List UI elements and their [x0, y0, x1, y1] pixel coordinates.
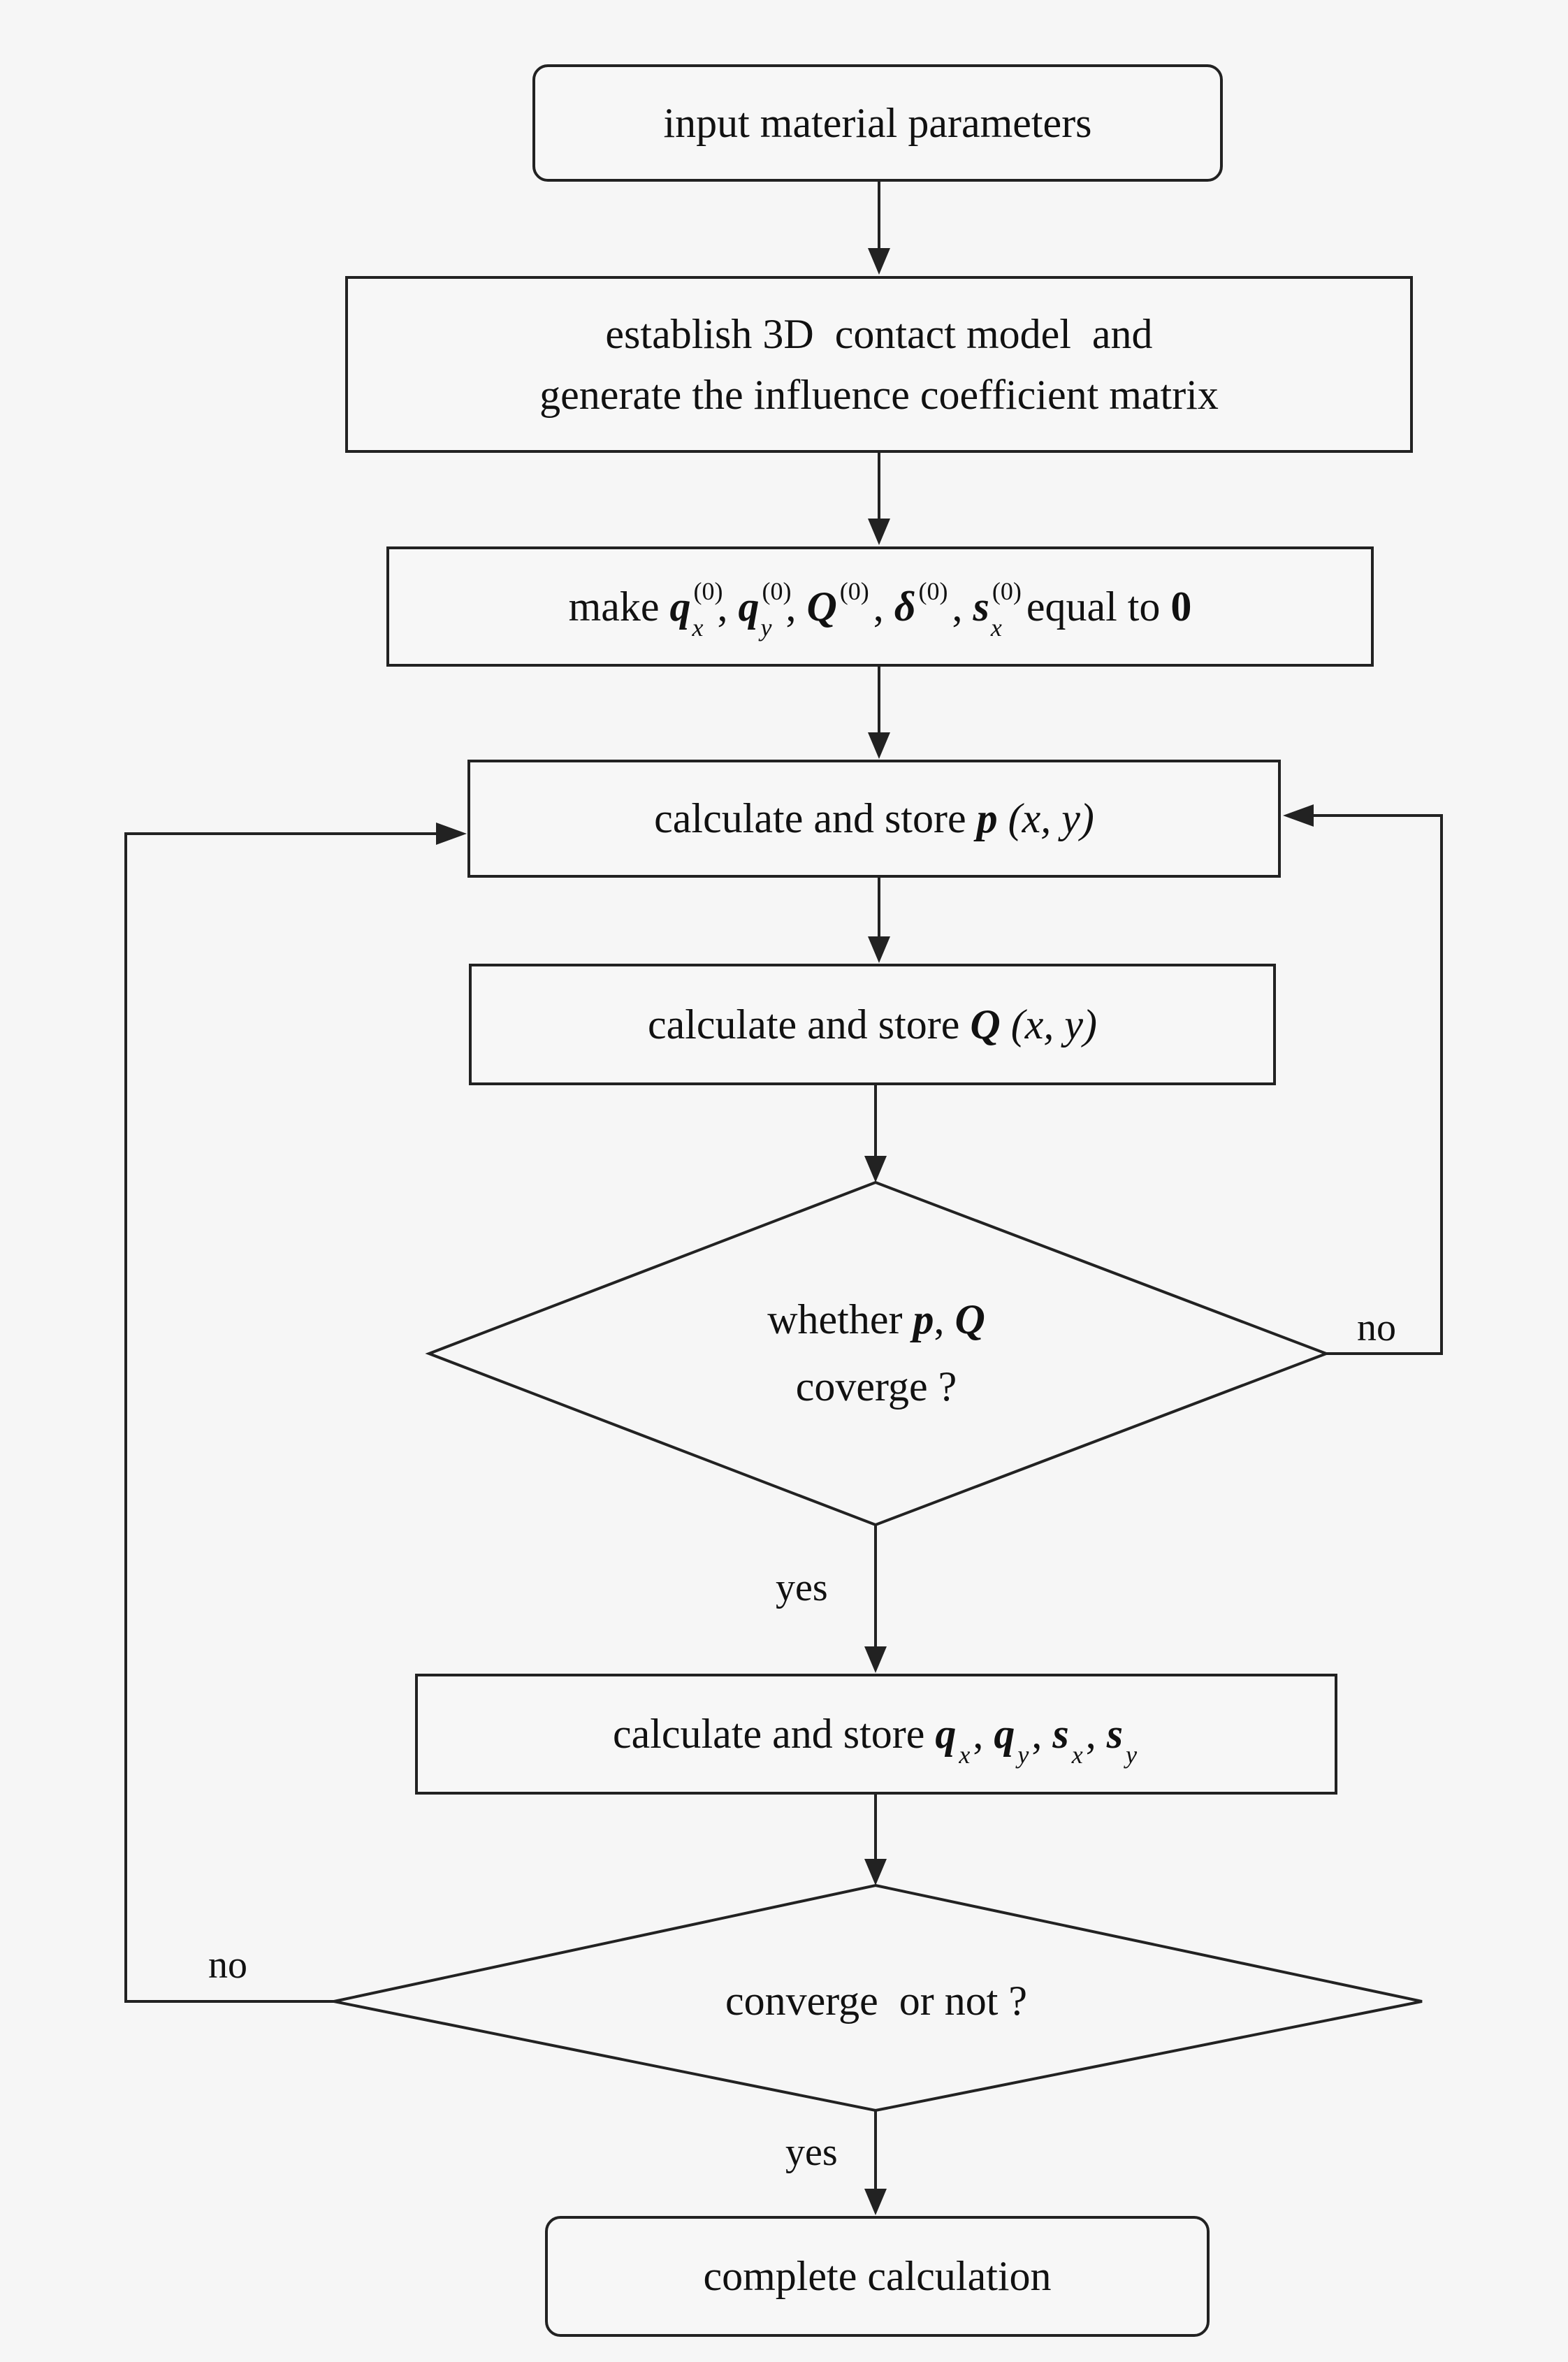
decision-2-no-label: no	[208, 1943, 247, 1987]
arrowhead	[868, 732, 890, 759]
arrowhead	[436, 823, 467, 845]
calc-Q-args: (x, y)	[1010, 1001, 1097, 1048]
var-q: q	[738, 583, 760, 630]
arrowhead	[864, 1646, 887, 1673]
decision-2-shape	[333, 1883, 1423, 2113]
make-suffix: equal to	[1026, 583, 1161, 630]
arrowhead	[864, 1156, 887, 1182]
establish-model-node: establish 3D contact model and generate …	[345, 276, 1413, 453]
sub-y: y	[1126, 1741, 1138, 1769]
loop-decision2-no	[124, 832, 454, 2003]
establish-line-1: establish 3D contact model and	[605, 310, 1153, 357]
comma: ,	[1085, 1711, 1096, 1757]
comma: ,	[873, 583, 884, 630]
decision-2-label: converge or not ?	[725, 1978, 1028, 2024]
var-s: s	[1106, 1711, 1124, 1757]
decision-2-text: converge or not ?	[632, 1967, 1121, 2034]
var-delta: δ	[894, 583, 916, 630]
decision-2-yes-label: yes	[785, 2131, 838, 2174]
decision-1-shape	[425, 1180, 1330, 1527]
comma: ,	[973, 1711, 984, 1757]
decision-1-yes-label: yes	[776, 1566, 828, 1609]
decision-1-line-2: coverge ?	[795, 1363, 957, 1410]
var-q: q	[669, 583, 691, 630]
arrowhead	[868, 936, 890, 963]
sup-0: (0)	[693, 577, 723, 605]
input-material-node: input material parameters	[532, 64, 1223, 182]
calc-p-args: (x, y)	[1008, 795, 1094, 841]
loop-decision1-no	[1293, 814, 1443, 1355]
establish-line-2: generate the influence coefficient matri…	[539, 371, 1219, 418]
var-Q: Q	[806, 583, 837, 630]
var-p: p	[913, 1296, 934, 1342]
decision-1-no-label: no	[1357, 1306, 1396, 1349]
var-Q: Q	[954, 1296, 985, 1342]
var-Q: Q	[970, 1001, 1001, 1048]
var-q: q	[935, 1711, 957, 1757]
calc-Q-prefix: calculate and store	[647, 1001, 960, 1048]
calc-qs-prefix: calculate and store	[612, 1711, 925, 1757]
var-s: s	[1052, 1711, 1069, 1757]
complete-label: complete calculation	[703, 2253, 1052, 2299]
decision-1-text: whether p, Q coverge ?	[639, 1286, 1114, 1420]
comma: ,	[717, 583, 728, 630]
make-prefix: make	[568, 583, 660, 630]
zero-value: 0	[1170, 583, 1192, 630]
sub-y: y	[1017, 1741, 1029, 1769]
comma: ,	[952, 583, 963, 630]
arrowhead	[868, 248, 890, 275]
initialize-node: make q(0)x, q(0)y, Q(0), δ(0), s(0)x equ…	[386, 546, 1374, 667]
complete-node: complete calculation	[545, 2216, 1210, 2337]
sub-y: y	[760, 613, 772, 642]
sup-0: (0)	[762, 577, 792, 605]
sup-0: (0)	[839, 577, 869, 605]
arrowhead	[1283, 804, 1314, 827]
comma: ,	[934, 1296, 945, 1342]
comma: ,	[785, 583, 797, 630]
calc-p-node: calculate and store p (x, y)	[467, 760, 1281, 878]
comma: ,	[1031, 1711, 1043, 1757]
arrowhead	[868, 519, 890, 545]
sub-x: x	[1071, 1741, 1083, 1769]
var-s: s	[973, 583, 989, 630]
arrowhead	[864, 1859, 887, 1885]
arrowhead	[864, 2189, 887, 2215]
calc-Q-node: calculate and store Q (x, y)	[469, 964, 1276, 1085]
input-material-label: input material parameters	[663, 99, 1092, 146]
sub-x: x	[692, 613, 704, 642]
calc-p-prefix: calculate and store	[654, 795, 966, 841]
sub-x: x	[959, 1741, 971, 1769]
decision-1-prefix: whether	[767, 1296, 903, 1342]
var-p: p	[976, 795, 998, 841]
var-q: q	[994, 1711, 1015, 1757]
sub-x: x	[990, 613, 1002, 642]
sup-0: (0)	[992, 577, 1022, 605]
sup-0: (0)	[918, 577, 948, 605]
